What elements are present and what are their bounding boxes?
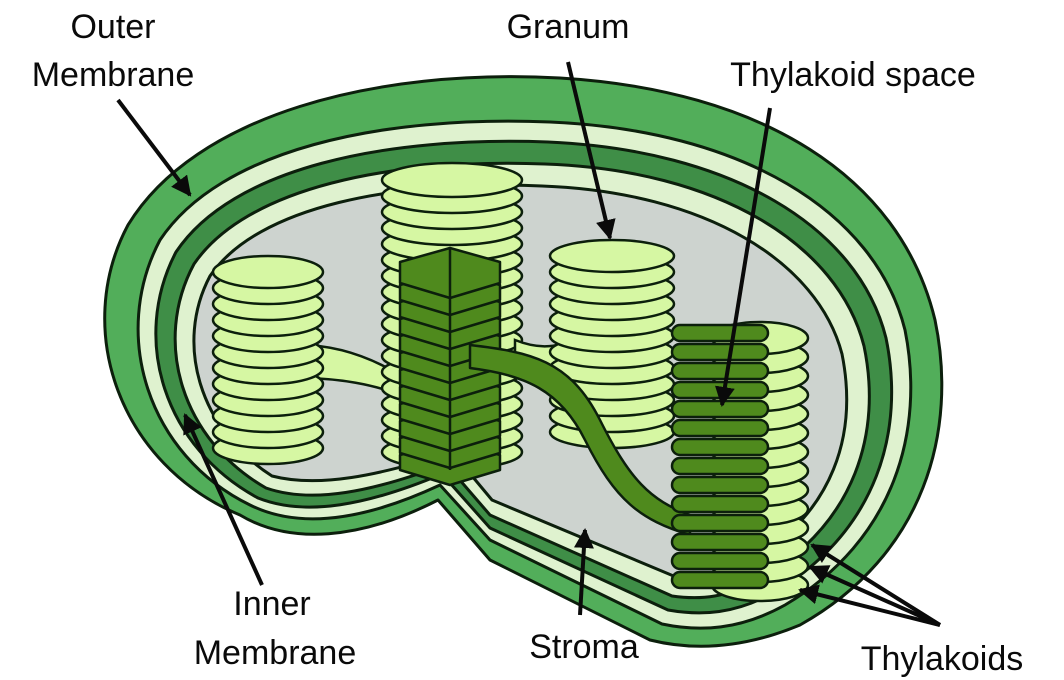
label-thylakoids: Thylakoids xyxy=(861,640,1024,678)
label-inner-membrane-line2: Membrane xyxy=(194,634,357,672)
label-outer-membrane-line1: Outer xyxy=(70,8,155,46)
granum-right-middle xyxy=(550,240,674,448)
arrow-outer-membrane xyxy=(118,100,190,195)
label-inner-membrane-line1: Inner xyxy=(233,585,311,623)
label-stroma: Stroma xyxy=(529,628,639,666)
label-granum: Granum xyxy=(507,8,630,46)
label-thylakoid-space: Thylakoid space xyxy=(730,56,976,94)
label-outer-membrane-line2: Membrane xyxy=(32,56,195,94)
